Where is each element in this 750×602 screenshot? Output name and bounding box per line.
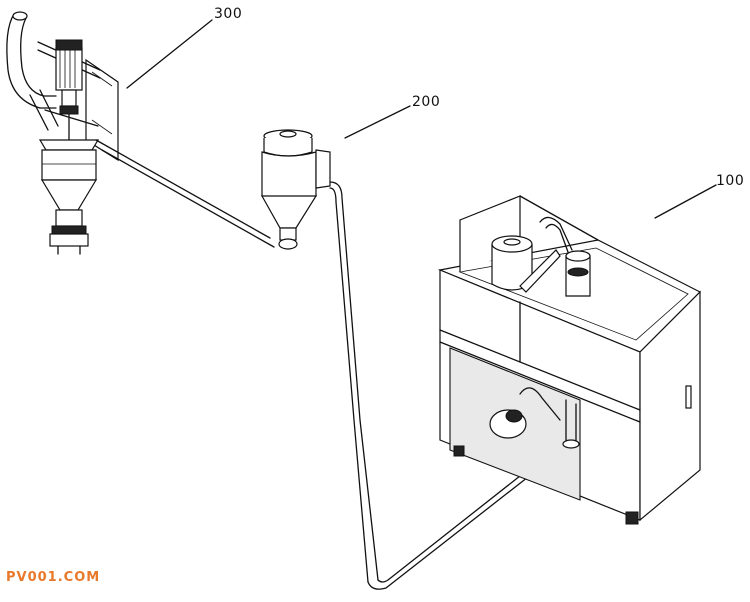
motor-coupling bbox=[61, 89, 77, 107]
inlet-pipe-opening bbox=[12, 11, 28, 21]
cyclone-body bbox=[261, 151, 317, 201]
unit-100-cabinet bbox=[437, 195, 702, 525]
label-300: 300 bbox=[214, 6, 242, 22]
cyclone-cone bbox=[260, 195, 318, 229]
top-bracket bbox=[519, 249, 561, 293]
pipe-200-down-inner bbox=[329, 187, 369, 583]
cyclone-outlet bbox=[279, 227, 297, 241]
inlet-pipe-inner bbox=[20, 17, 57, 97]
label-100: 100 bbox=[716, 173, 744, 189]
motor-cap bbox=[55, 39, 83, 51]
foot-right bbox=[625, 511, 639, 525]
watermark-text: PV001.COM bbox=[6, 570, 100, 585]
conveying-pipe-300-to-200 bbox=[95, 139, 275, 248]
unit-300-hopper-loader bbox=[6, 11, 275, 255]
internal-pipe bbox=[519, 387, 561, 421]
return-pipe-outer bbox=[367, 451, 561, 590]
top-connector-pipe bbox=[539, 216, 573, 251]
callout-200: 200 bbox=[344, 94, 440, 139]
callout-100: 100 bbox=[654, 173, 744, 219]
foot-left bbox=[453, 445, 465, 457]
leader-line-100 bbox=[654, 184, 717, 219]
valve-flange bbox=[49, 233, 89, 247]
cyclone-inlet bbox=[315, 149, 331, 189]
valve-housing bbox=[55, 209, 83, 227]
leader-line-200 bbox=[344, 105, 411, 139]
return-pipe-inner bbox=[377, 445, 559, 583]
label-200: 200 bbox=[412, 94, 440, 110]
inlet-pipe-outer bbox=[6, 13, 57, 109]
door-handle bbox=[685, 385, 692, 409]
hopper-lid bbox=[38, 139, 100, 151]
leader-line-300 bbox=[126, 19, 213, 89]
hopper-drum bbox=[41, 149, 97, 181]
unit-200-cyclone bbox=[260, 129, 561, 590]
cyclone-head bbox=[263, 138, 313, 157]
callout-300: 300 bbox=[126, 6, 242, 89]
hopper-cone bbox=[40, 179, 98, 211]
pipe-200-down-outer bbox=[329, 181, 379, 581]
cabinet-side bbox=[639, 290, 701, 522]
feed-pipe bbox=[29, 89, 59, 131]
